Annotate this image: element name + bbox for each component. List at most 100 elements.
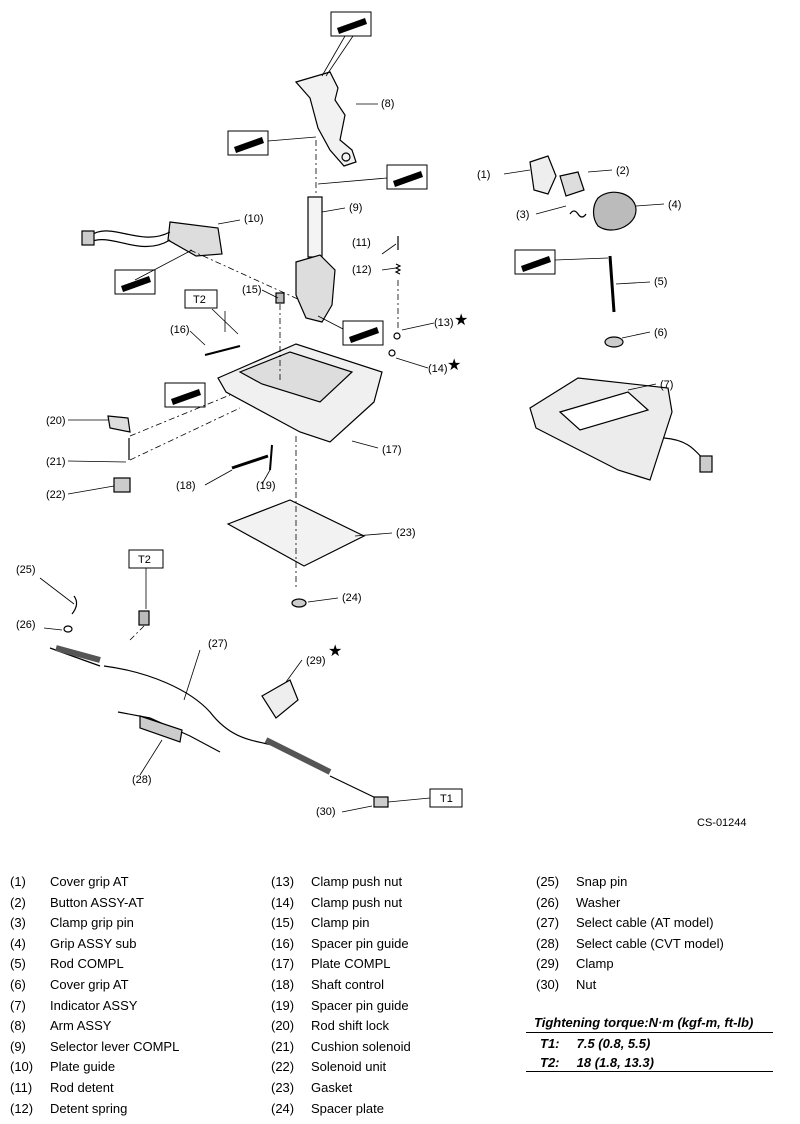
legend-item-name: Indicator ASSY bbox=[50, 997, 138, 1013]
legend-item-number: (11) bbox=[10, 1079, 33, 1095]
legend-item-name: Clamp push nut bbox=[311, 894, 403, 910]
legend-item-number: (18) bbox=[271, 976, 295, 992]
legend-item-number: (23) bbox=[271, 1079, 295, 1095]
legend-column-2: (13) Clamp push nut(14) Clamp push nut(15)… bbox=[271, 872, 411, 1119]
legend-item: (3)Clamp grip pin bbox=[10, 913, 179, 934]
grease-icon-mark bbox=[393, 171, 423, 187]
legend-item: (26)Washer bbox=[536, 893, 724, 914]
torque-row: T1: 7.5 (0.8, 5.5) bbox=[526, 1033, 773, 1052]
torque-tag: T2 bbox=[138, 554, 151, 566]
callout-label: (18) bbox=[176, 480, 196, 492]
legend-item-number: (6) bbox=[10, 976, 26, 992]
star-icon: ★ bbox=[328, 643, 342, 660]
callout-label: (7) bbox=[660, 379, 673, 391]
legend-item: (12)Detent spring bbox=[10, 1099, 179, 1120]
selector-lever-part bbox=[295, 196, 336, 323]
legend-item-number: (21) bbox=[271, 1038, 295, 1054]
legend-column-3: (25)Snap pin(26)Washer(27)Select cable (… bbox=[536, 872, 724, 996]
torque-tag: T2 bbox=[193, 294, 206, 306]
legend-item: (18) Shaft control bbox=[271, 975, 411, 996]
callout-label: (2) bbox=[616, 165, 629, 177]
torque-tag-box bbox=[429, 788, 463, 808]
legend-item-name: Button ASSY-AT bbox=[50, 894, 144, 910]
legend-item-number: (4) bbox=[10, 935, 26, 951]
legend-item: (11) Rod detent bbox=[10, 1078, 179, 1099]
legend-item-number: (9) bbox=[10, 1038, 26, 1054]
legend-item-number: (19) bbox=[271, 997, 295, 1013]
torque-value: 7.5 (0.8, 5.5) bbox=[576, 1036, 651, 1051]
clamp-push-nut-part bbox=[388, 349, 396, 357]
legend-item: (17)Plate COMPL bbox=[271, 954, 411, 975]
clamp-push-nut-part bbox=[393, 332, 401, 340]
clamp-part bbox=[261, 679, 299, 719]
torque-value: 18 (1.8, 13.3) bbox=[576, 1055, 654, 1070]
callout-label: (13) bbox=[434, 317, 454, 329]
torque-tag: T1 bbox=[440, 793, 453, 805]
cover-grip-lower-part bbox=[604, 336, 624, 348]
legend-item: (14) Clamp push nut bbox=[271, 893, 411, 914]
legend-item-number: (26) bbox=[536, 894, 560, 910]
callout-label: (16) bbox=[170, 324, 190, 336]
legend-item-name: Spacer plate bbox=[311, 1100, 384, 1116]
shaft-control-part bbox=[231, 454, 269, 470]
legend-item: (23)Gasket bbox=[271, 1078, 411, 1099]
legend-item-number: (30) bbox=[536, 976, 560, 992]
legend-item-number: (8) bbox=[10, 1018, 26, 1034]
callout-label: (8) bbox=[381, 98, 394, 110]
legend-item-number: (27) bbox=[536, 915, 560, 931]
legend-item-number: (10) bbox=[10, 1059, 34, 1075]
callout-label: (5) bbox=[654, 276, 667, 288]
legend-item-number: (16) bbox=[271, 935, 295, 951]
grease-icon-mark bbox=[121, 276, 151, 292]
cover-grip-part bbox=[529, 155, 557, 195]
callout-label: (3) bbox=[516, 209, 529, 221]
legend-item-number: (15) bbox=[271, 915, 295, 931]
washer-part bbox=[63, 625, 73, 633]
torque-key: T2: bbox=[540, 1055, 560, 1070]
legend-item: (29)Clamp bbox=[536, 954, 724, 975]
legend-item-name: Rod shift lock bbox=[311, 1018, 390, 1034]
legend-item-name: Clamp grip pin bbox=[50, 915, 134, 931]
callout-label: (17) bbox=[382, 444, 402, 456]
arm-assy-part bbox=[294, 71, 357, 167]
legend-item: (2)Button ASSY-AT bbox=[10, 893, 179, 914]
legend-item: (16)Spacer pin guide bbox=[271, 934, 411, 955]
spacer-plate-part bbox=[291, 598, 307, 608]
exploded-view-diagram: ★ ★ ★ (1) (2) (3) (4) (5) (6) (7) (8) (9… bbox=[16, 11, 747, 829]
legend-item: (9)Selector lever COMPL bbox=[10, 1037, 179, 1058]
callout-label: (21) bbox=[46, 456, 66, 468]
clamp-pin-part bbox=[275, 292, 285, 304]
legend-item-name: Shaft control bbox=[311, 976, 384, 992]
legend-item-number: (13) bbox=[271, 874, 295, 889]
legend-item-number: (14) bbox=[271, 894, 295, 910]
legend-item-name: Clamp pin bbox=[311, 915, 370, 931]
indicator-assy-part bbox=[529, 377, 713, 481]
legend-item-name: Cushion solenoid bbox=[311, 1038, 411, 1054]
legend-item: (24) Spacer plate bbox=[271, 1099, 411, 1120]
solenoid-unit-part bbox=[113, 477, 131, 493]
callout-label: (9) bbox=[349, 202, 362, 214]
callout-label: (22) bbox=[46, 489, 66, 501]
grease-icon-mark bbox=[349, 327, 379, 343]
gasket-part bbox=[226, 499, 366, 567]
tightening-torque-table: Tightening torque:N·m (kgf-m, ft-lb) T1:… bbox=[526, 1015, 773, 1072]
legend-item-number: (24) bbox=[271, 1100, 295, 1116]
snap-pin-part bbox=[71, 595, 78, 615]
legend-item-name: Rod detent bbox=[50, 1079, 114, 1095]
figure-code: CS-01244 bbox=[697, 817, 747, 829]
legend-item-number: (28) bbox=[536, 935, 560, 951]
legend-item-number: (17) bbox=[271, 956, 295, 972]
callout-label: (6) bbox=[654, 327, 667, 339]
legend-item-name: Nut bbox=[576, 976, 597, 992]
legend-item-number: (5) bbox=[10, 956, 26, 972]
legend-item-name: Select cable (AT model) bbox=[576, 915, 714, 931]
callout-label: (11) bbox=[352, 237, 371, 249]
callout-label: (30) bbox=[316, 806, 336, 818]
legend-item: (19) Spacer pin guide bbox=[271, 996, 411, 1017]
legend-item-name: Spacer pin guide bbox=[311, 997, 409, 1013]
spacer-pin-guide-part bbox=[204, 345, 241, 356]
nut-part bbox=[373, 796, 389, 808]
legend-item-name: Snap pin bbox=[576, 874, 628, 889]
torque-row: T2: 18 (1.8, 13.3) bbox=[526, 1052, 773, 1072]
legend-item: (7)Indicator ASSY bbox=[10, 996, 179, 1017]
